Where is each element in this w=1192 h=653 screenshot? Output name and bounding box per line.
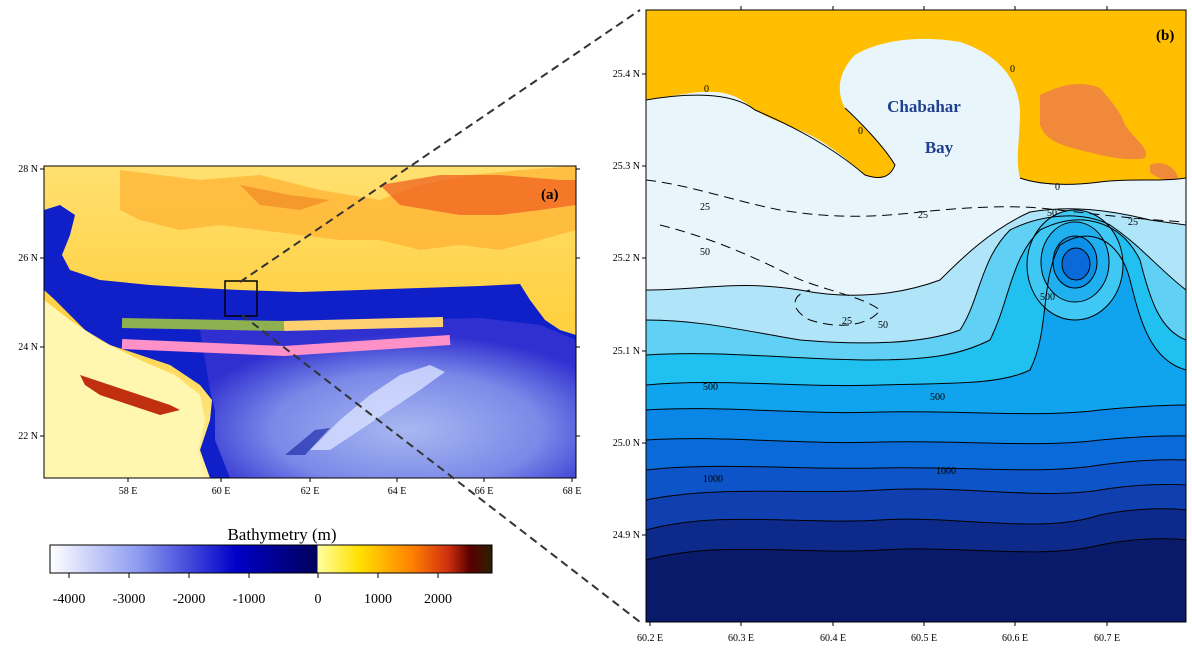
contour-label: 50 — [878, 320, 888, 331]
panel-b-map — [646, 10, 1186, 622]
contour-label: 0 — [704, 84, 709, 95]
contour-label: 25 — [918, 210, 928, 221]
panel-b-x-axis: 60.2 E 60.3 E 60.4 E 60.5 E 60.6 E 60.7 … — [637, 6, 1120, 644]
colorbar-tick-label: -2000 — [173, 592, 206, 607]
contour-label: 500 — [930, 392, 945, 403]
connector-top — [239, 9, 641, 283]
x-tick-label: 60.2 E — [637, 633, 663, 644]
x-tick-label: 60.3 E — [728, 633, 754, 644]
x-tick-label: 60.5 E — [911, 633, 937, 644]
y-tick-label: 25.0 N — [613, 438, 640, 449]
y-tick-label: 25.3 N — [613, 161, 640, 172]
x-tick-label: 60 E — [212, 486, 231, 497]
x-tick-label: 68 E — [563, 486, 582, 497]
panel-a-y-axis: 28 N 26 N 24 N 22 N — [18, 164, 580, 442]
place-name-line1: Chabahar — [887, 97, 961, 116]
colorbar-tick-label: -1000 — [233, 592, 266, 607]
x-tick-label: 60.6 E — [1002, 633, 1028, 644]
connector-bottom — [241, 314, 641, 623]
contour-label: 0 — [1055, 182, 1060, 193]
transect-pink — [121, 335, 451, 357]
x-tick-label: 64 E — [388, 486, 407, 497]
contour-label: 50 — [1047, 208, 1057, 219]
colorbar-tick-label: 0 — [315, 592, 322, 607]
place-name-line2: Bay — [925, 138, 954, 157]
y-tick-label: 25.4 N — [613, 69, 640, 80]
colorbar-tick-label: 2000 — [424, 592, 452, 607]
contour-label: 0 — [1010, 64, 1015, 75]
y-tick-label: 25.2 N — [613, 253, 640, 264]
panel-b-frame — [645, 9, 1187, 623]
y-tick-label: 24.9 N — [613, 530, 640, 541]
panel-a-x-axis: 58 E 60 E 62 E 64 E 66 E 68 E — [119, 478, 582, 497]
contour-lines — [646, 94, 1186, 561]
contour-label: 500 — [1040, 292, 1055, 303]
contour-label: 25 — [700, 202, 710, 213]
panel-b-label: (b) — [1156, 28, 1174, 44]
colorbar — [49, 544, 493, 574]
contour-labels: 0 0 0 0 25 25 50 25 50 25 50 500 500 500… — [700, 64, 1138, 485]
x-tick-label: 58 E — [119, 486, 138, 497]
colorbar-title: Bathymetry (m) — [227, 525, 336, 544]
panel-a-map — [44, 166, 576, 478]
y-tick-label: 24 N — [18, 342, 38, 353]
contour-label: 1000 — [936, 466, 956, 477]
transect-yellow — [283, 317, 444, 331]
panel-b-y-axis: 25.4 N 25.3 N 25.2 N 25.1 N 25.0 N 24.9 … — [613, 69, 646, 541]
contour-label: 25 — [1128, 217, 1138, 228]
colorbar-tick-label: 1000 — [364, 592, 392, 607]
transect-green — [121, 318, 285, 331]
contour-label: 500 — [703, 382, 718, 393]
colorbar-ticks: -4000 -3000 -2000 -1000 0 1000 2000 — [53, 573, 452, 607]
colorbar-tick-label: -3000 — [113, 592, 146, 607]
contour-label: 0 — [858, 126, 863, 137]
contour-label: 50 — [700, 247, 710, 258]
x-tick-label: 60.7 E — [1094, 633, 1120, 644]
contour-label: 25 — [842, 316, 852, 327]
land-area — [646, 10, 1186, 185]
y-tick-label: 26 N — [18, 253, 38, 264]
x-tick-label: 60.4 E — [820, 633, 846, 644]
y-tick-label: 25.1 N — [613, 346, 640, 357]
contour-label: 1000 — [703, 474, 723, 485]
colorbar-tick-label: -4000 — [53, 592, 86, 607]
x-tick-label: 66 E — [475, 486, 494, 497]
y-tick-label: 28 N — [18, 164, 38, 175]
x-tick-label: 62 E — [301, 486, 320, 497]
y-tick-label: 22 N — [18, 431, 38, 442]
panel-a-label: (a) — [541, 187, 559, 203]
